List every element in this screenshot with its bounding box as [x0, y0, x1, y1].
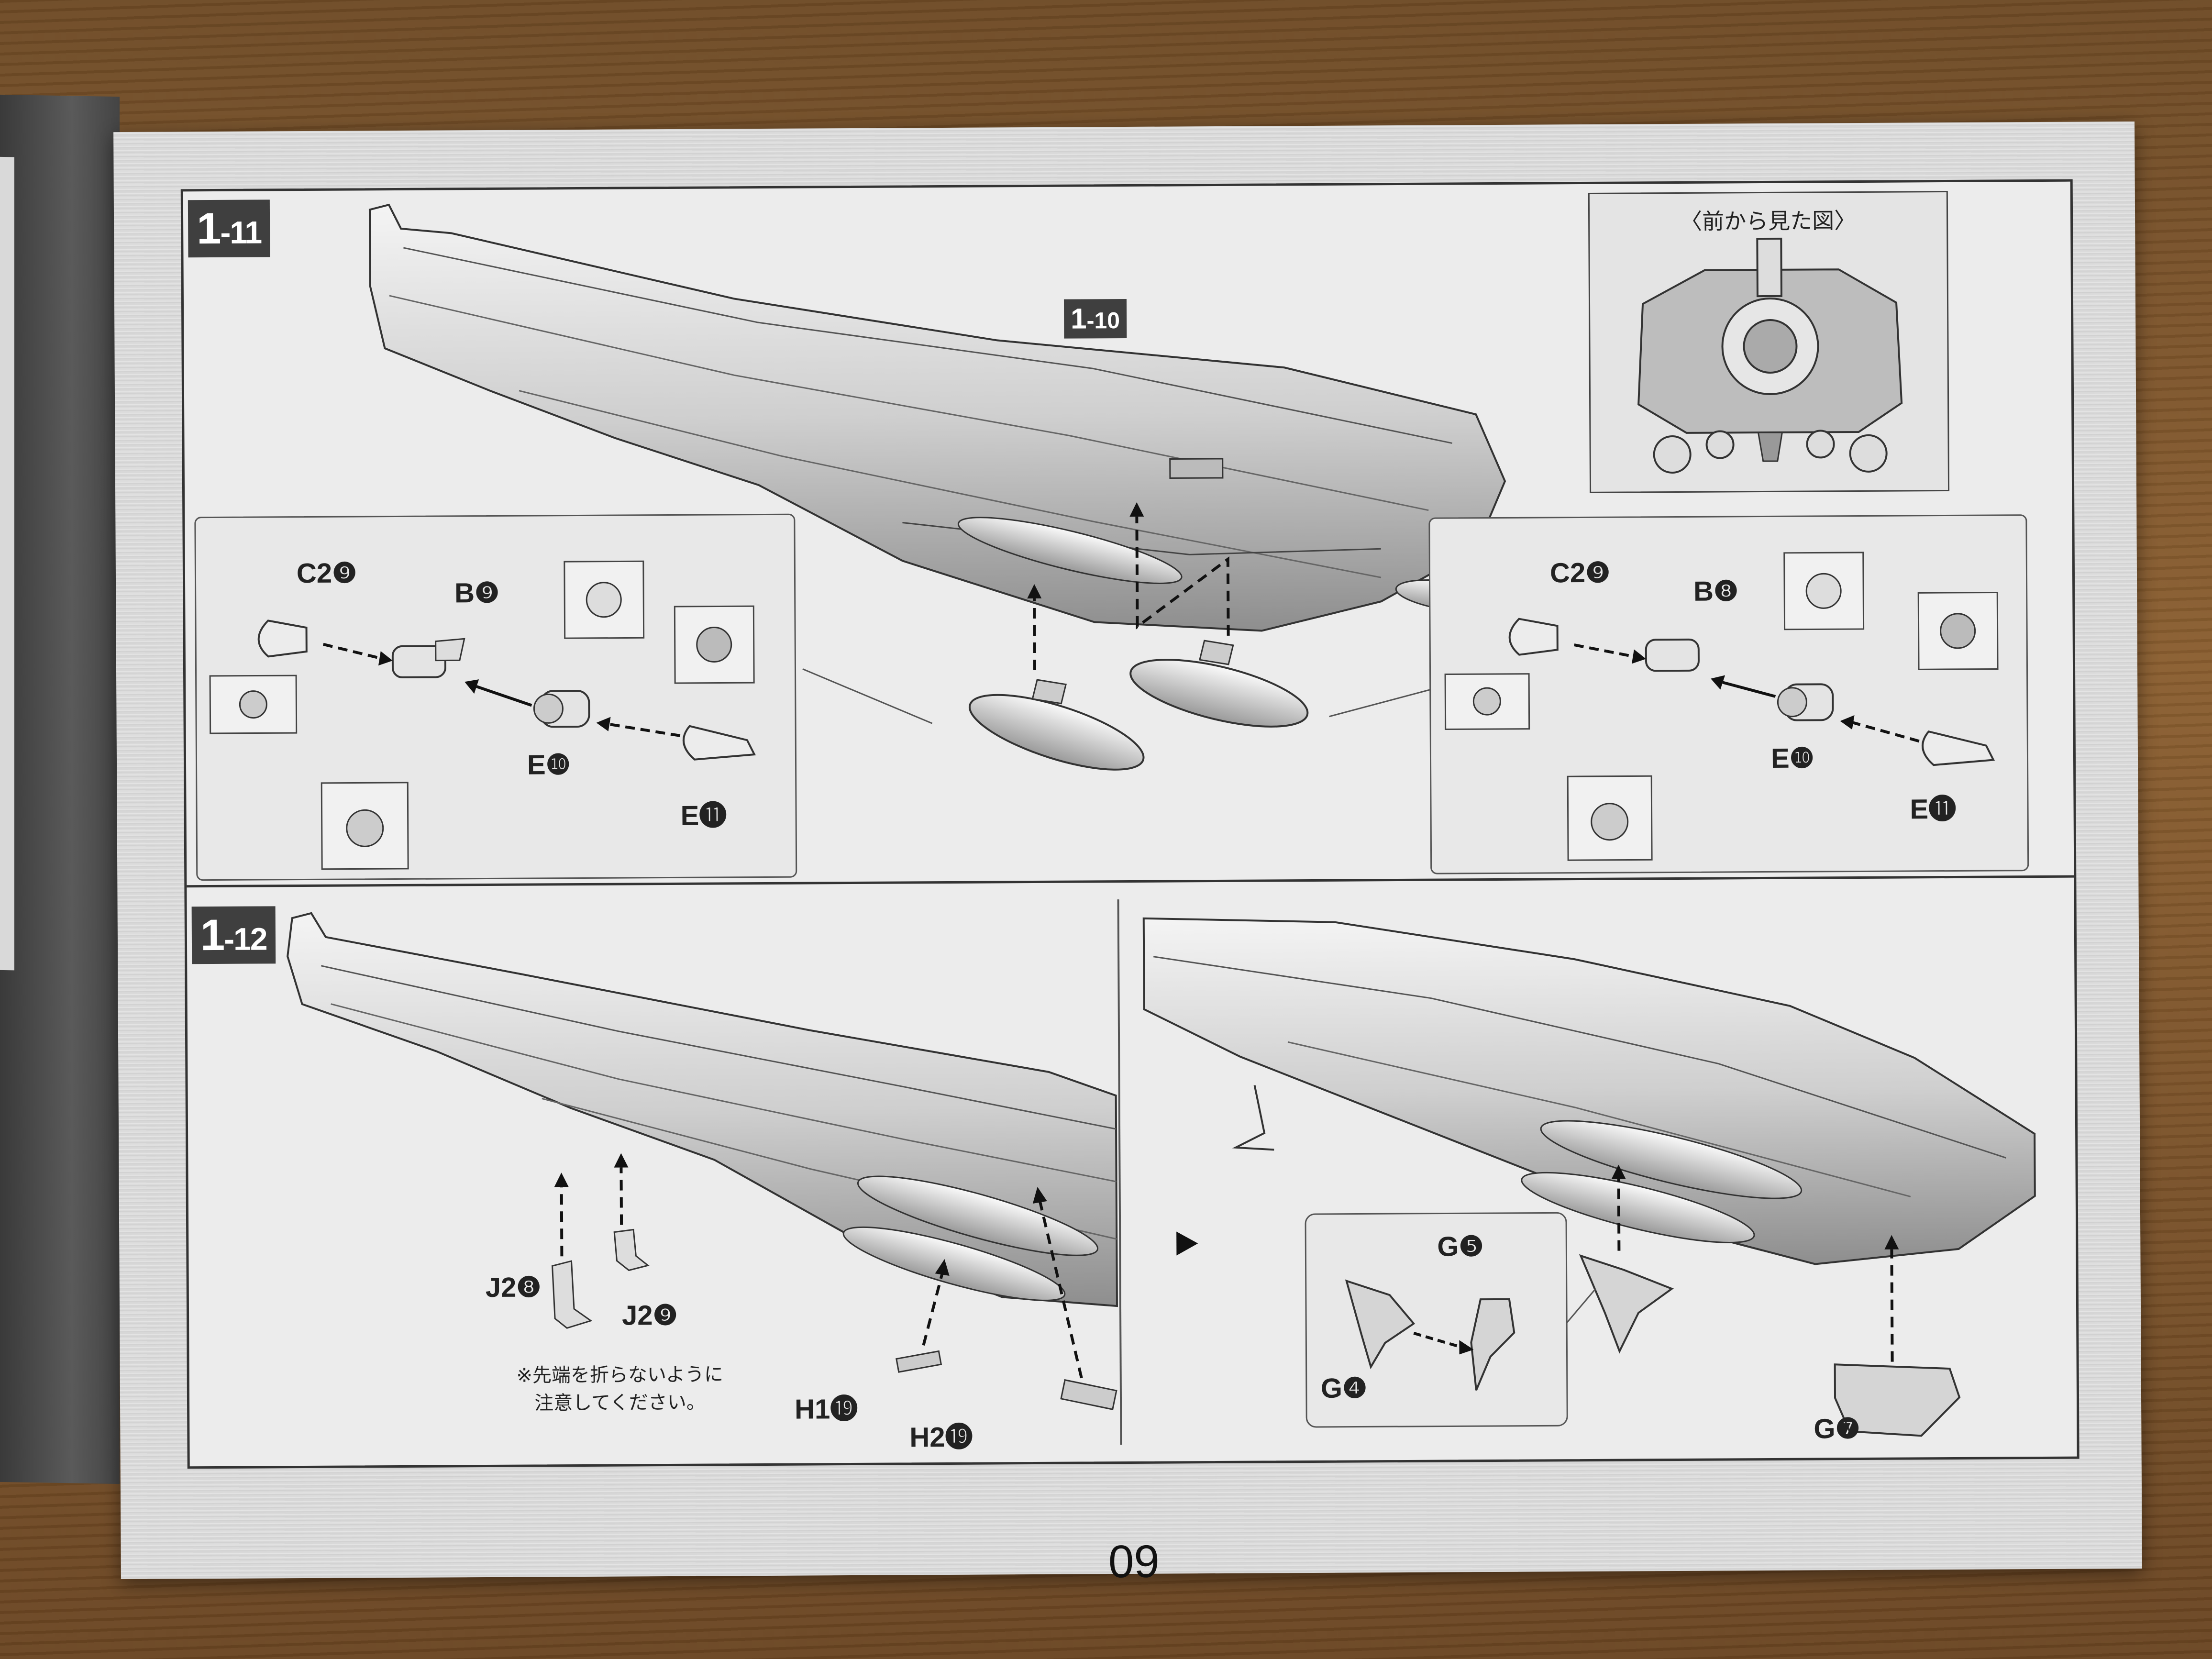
front-view-illustration — [1637, 237, 1903, 474]
left-engine-parts — [209, 560, 756, 870]
caution-note-line2: 注意してください。 — [534, 1391, 706, 1415]
part-label-j2-9: J2❾ — [621, 1299, 678, 1331]
caution-note-line1: ※先端を折らないように — [516, 1363, 724, 1387]
page-number: 09 — [1108, 1536, 1160, 1588]
right-engine-parts — [1444, 552, 1999, 861]
front-view-box: 〈前から見た図〉 — [1588, 191, 1950, 493]
caution-note: ※先端を折らないように 注意してください。 — [486, 1360, 754, 1417]
instruction-frame: 1-11 — [180, 179, 2079, 1587]
ship-illustration-1-12 — [287, 912, 2036, 1437]
right-engine-callout: C2❾ B❽ E❿ E⓫ — [1428, 514, 2029, 874]
left-engine-callout: C2❾ B❾ E❿ E⓫ — [194, 513, 797, 881]
engine-pod-right — [1129, 640, 1309, 728]
part-label-g5: G❺ — [1437, 1231, 1484, 1262]
engine-pod-left — [968, 679, 1145, 771]
part-label-j2-8: J2❽ — [485, 1272, 542, 1304]
previous-page-edge — [0, 94, 120, 1484]
ship-illustration-1-11 — [368, 203, 1511, 771]
part-label-g4: G❹ — [1320, 1372, 1368, 1404]
part-label-g7: G❼ — [1814, 1413, 1860, 1445]
previous-page-inner — [0, 156, 14, 971]
manual-page: 1-11 — [113, 121, 2142, 1587]
part-label-h2: H2⓳ — [909, 1421, 973, 1453]
part-label-h1: H1⓳ — [794, 1393, 858, 1425]
arrow-right-icon — [1176, 1231, 1198, 1256]
